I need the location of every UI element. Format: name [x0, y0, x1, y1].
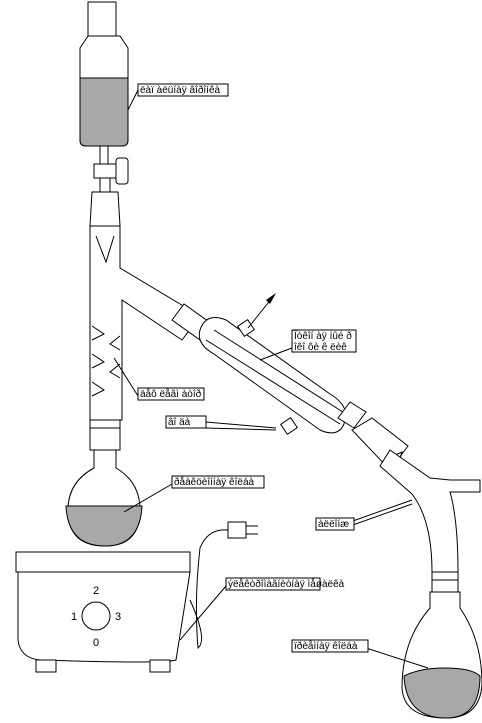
dial-mark-bottom: 0	[93, 637, 99, 649]
label-funnel: ëàï àëüíàÿ âîðîíêà	[137, 83, 229, 97]
label-water: âî äà	[165, 415, 207, 429]
svg-text:âî äà: âî äà	[168, 417, 191, 428]
dropping-funnel	[79, 1, 129, 193]
svg-text:ýëåêòðîìàãíèòíàÿ ìåøàëêà: ýëåêòðîìàãíèòíàÿ ìåøàëêà	[228, 578, 345, 590]
dial-mark-right: 3	[115, 611, 121, 623]
speed-dial[interactable]	[81, 601, 111, 631]
magnetic-stirrer: 2 1 3 0	[15, 551, 191, 673]
water-out-arrow	[247, 293, 276, 329]
dial-mark-top: 2	[93, 585, 99, 597]
label-reaction-flask: ðåàêöèîííàÿ êîëáà	[171, 475, 265, 489]
label-stirrer: ýëåêòðîìàãíèòíàÿ ìåøàëêà	[225, 577, 345, 591]
column-assembly	[89, 191, 201, 451]
svg-text:ðåàêöèîííàÿ êîëáà: ðåàêöèîííàÿ êîëáà	[174, 476, 255, 488]
svg-text:äåô ëåãì àòîð: äåô ëåãì àòîð	[140, 388, 202, 400]
svg-text:àëëîíæ: àëëîíæ	[318, 519, 349, 530]
svg-text:ëàï àëüíàÿ âîðîíêà: ëàï àëüíàÿ âîðîíêà	[140, 84, 221, 96]
leader-lines	[113, 89, 429, 669]
adapter	[351, 417, 481, 573]
reaction-flask	[65, 449, 143, 547]
svg-text:ïðèåìíàÿ êîëáà: ïðèåìíàÿ êîëáà	[294, 640, 358, 652]
power-cord	[189, 521, 258, 649]
label-receiver: ïðèåìíàÿ êîëáà	[291, 639, 369, 653]
condenser	[171, 303, 367, 436]
label-column: äåô ëåãì àòîð	[137, 387, 205, 401]
receiver-flask	[401, 571, 482, 719]
label-adapter: àëëîíæ	[315, 517, 355, 531]
dial-mark-left: 1	[71, 611, 77, 623]
